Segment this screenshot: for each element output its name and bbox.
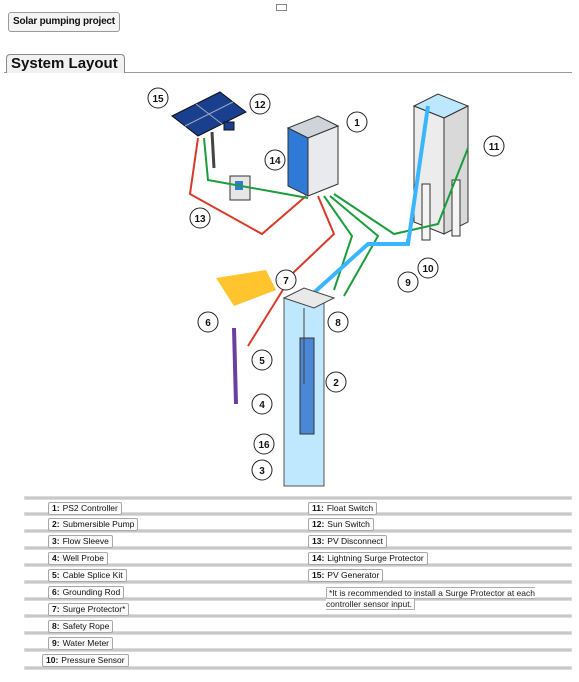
svg-text:14: 14 xyxy=(269,156,281,167)
legend-divider xyxy=(24,666,572,670)
svg-text:2: 2 xyxy=(333,378,339,389)
svg-text:9: 9 xyxy=(405,278,411,289)
legend-item-safety-rope: 8:Safety Rope xyxy=(48,620,114,633)
svg-text:15: 15 xyxy=(152,94,164,105)
legend-item-well-probe: 4:Well Probe xyxy=(48,552,108,565)
system-layout-diagram: 15 12 1 11 14 13 10 9 7 6 8 5 2 4 16 3 xyxy=(147,87,505,487)
controller-box xyxy=(286,115,340,197)
callout-9: 9 xyxy=(397,271,419,293)
legend-item-ps2-controller: 1:PS2 Controller xyxy=(48,502,122,515)
water-pipe xyxy=(306,105,430,300)
legend-divider xyxy=(24,580,572,584)
legend-item-sun-switch: 12:Sun Switch xyxy=(308,518,374,531)
callout-16: 16 xyxy=(253,433,275,455)
callout-1: 1 xyxy=(346,111,368,133)
svg-text:11: 11 xyxy=(489,142,500,153)
svg-text:5: 5 xyxy=(259,356,265,367)
concrete-pad xyxy=(216,270,276,306)
callout-11: 11 xyxy=(483,135,505,157)
svg-text:8: 8 xyxy=(335,318,341,329)
legend-item-pv-generator: 15:PV Generator xyxy=(308,569,384,582)
callout-6: 6 xyxy=(197,311,219,333)
legend-item-cable-splice-kit: 5:Cable Splice Kit xyxy=(48,569,127,582)
callout-5: 5 xyxy=(251,349,273,371)
legend-item-flow-sleeve: 3:Flow Sleeve xyxy=(48,535,113,548)
callout-14: 14 xyxy=(264,149,286,171)
legend-divider xyxy=(24,614,572,618)
legend-divider xyxy=(24,496,572,500)
pv-generator-panels xyxy=(171,91,247,169)
surge-protector-note: *It is recommended to install a Surge Pr… xyxy=(326,587,535,610)
callout-15: 15 xyxy=(147,87,169,109)
legend-item-float-switch: 11:Float Switch xyxy=(308,502,378,515)
callout-2: 2 xyxy=(325,371,347,393)
legend-divider xyxy=(24,648,572,652)
callout-4: 4 xyxy=(251,393,273,415)
legend-item-water-meter: 9:Water Meter xyxy=(48,637,114,650)
callout-3: 3 xyxy=(251,459,273,481)
svg-text:16: 16 xyxy=(258,440,270,451)
svg-text:6: 6 xyxy=(205,318,211,329)
legend-divider xyxy=(24,546,572,550)
callout-8: 8 xyxy=(327,311,349,333)
legend-divider xyxy=(24,563,572,567)
callout-13: 13 xyxy=(189,207,211,229)
legend-divider xyxy=(24,512,572,516)
legend-divider xyxy=(24,529,572,533)
legend-divider xyxy=(24,597,572,601)
svg-text:13: 13 xyxy=(194,214,206,225)
window-marker xyxy=(276,4,287,11)
callout-12: 12 xyxy=(249,93,271,115)
svg-text:7: 7 xyxy=(283,276,289,287)
callout-10: 10 xyxy=(417,257,439,279)
project-title: Solar pumping project xyxy=(8,12,120,32)
svg-text:4: 4 xyxy=(259,400,265,411)
svg-text:12: 12 xyxy=(254,100,266,111)
legend-divider xyxy=(24,631,572,635)
legend-item-submersible-pump: 2:Submersible Pump xyxy=(48,518,139,531)
section-title: System Layout xyxy=(6,54,125,73)
svg-text:10: 10 xyxy=(422,264,434,275)
svg-text:3: 3 xyxy=(259,466,265,477)
legend-item-lightning-surge-protector: 14:Lightning Surge Protector xyxy=(308,552,428,565)
svg-text:1: 1 xyxy=(354,118,360,129)
wiring xyxy=(188,137,469,347)
legend-item-pv-disconnect: 13:PV Disconnect xyxy=(308,535,388,548)
callout-7: 7 xyxy=(275,269,297,291)
well-casing xyxy=(282,287,336,487)
grounding-rod xyxy=(232,327,238,405)
legend-item-pressure-sensor: 10:Pressure Sensor xyxy=(42,654,129,667)
legend-item-grounding-rod: 6:Grounding Rod xyxy=(48,586,125,599)
section-header: System Layout xyxy=(4,54,572,73)
legend-item-surge-protector: 7:Surge Protector* xyxy=(48,603,130,616)
